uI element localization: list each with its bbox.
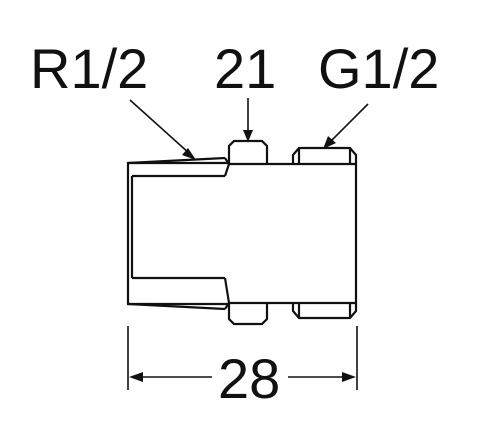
label-g-thread: G1/2 xyxy=(318,37,439,100)
left-thread-outline xyxy=(126,161,231,306)
dimension-value: 28 xyxy=(218,347,280,410)
right-thread-outline xyxy=(291,146,358,320)
leader-hex-size xyxy=(243,98,253,142)
leader-g-thread xyxy=(323,103,369,149)
dimension-arrow-left xyxy=(129,372,143,382)
hex-outline xyxy=(227,139,269,164)
leader-r-thread xyxy=(129,99,196,160)
label-r-thread: R1/2 xyxy=(30,37,148,100)
fitting-body xyxy=(126,139,358,326)
label-hex-size: 21 xyxy=(214,37,276,100)
dimension-overall-length: 28 xyxy=(127,326,358,410)
dimension-arrow-right xyxy=(342,372,356,382)
